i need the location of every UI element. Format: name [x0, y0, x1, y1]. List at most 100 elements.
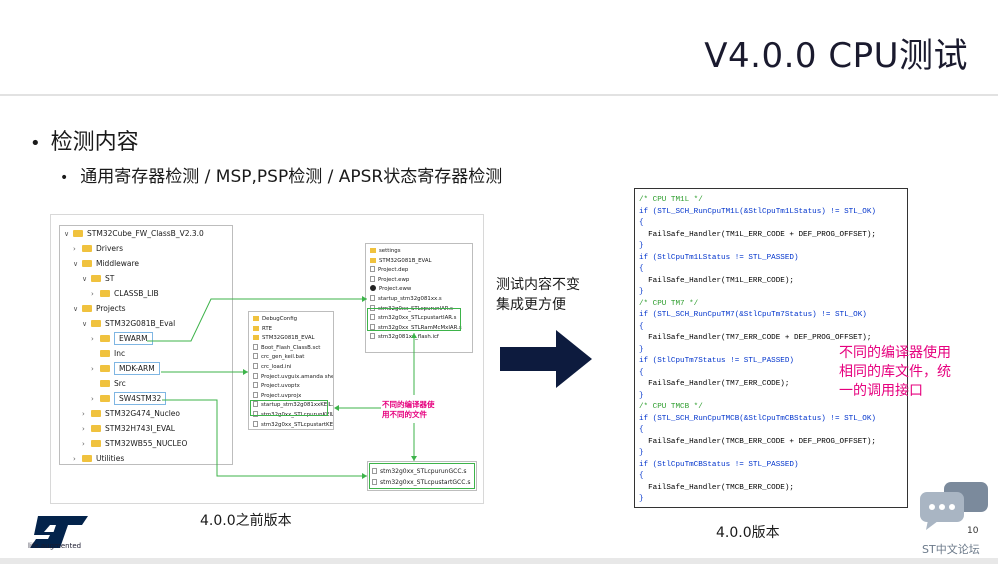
unified-interface-note-line3: 一的调用接口	[839, 383, 923, 399]
file-row[interactable]: Project.uvoptx	[249, 382, 333, 392]
folder-icon	[100, 395, 110, 402]
file-name: Project.uvprojx	[261, 392, 302, 399]
new-version-code: /* CPU TM1L */if (STL_SCH_RunCpuTM1L(&St…	[634, 188, 908, 508]
file-row[interactable]: crc_load.ini	[249, 362, 333, 373]
file-row[interactable]: RTE	[249, 325, 333, 335]
tree-row[interactable]: ›Utilities	[60, 451, 232, 464]
ewarm-connector	[147, 298, 367, 342]
note-left-arrowhead	[334, 405, 339, 411]
file-row[interactable]: stm32g0xx_STLcpurunGCC.s	[368, 466, 476, 477]
code-line: if (STL_SCH_RunCpuTM7(&StlCpuTm7Status) …	[639, 311, 867, 319]
file-row[interactable]: STM32G081B_EVAL	[249, 334, 333, 344]
gcc-connector	[162, 399, 367, 477]
tree-row[interactable]: ∨ Projects	[60, 301, 232, 316]
tree-row[interactable]: ›EWARM	[60, 331, 232, 346]
chevron-icon[interactable]: ›	[91, 335, 94, 343]
tree-row-label: STM32G474_Nucleo	[105, 409, 181, 418]
file-name: Boot_Flash_ClassB.sct	[261, 344, 321, 351]
tree-row[interactable]: ›CLASSB_LIB	[60, 286, 232, 301]
tree-row[interactable]: ∨STM32Cube_FW_ClassB_V2.3.0	[60, 226, 232, 241]
tree-row[interactable]: ∨ST	[60, 271, 232, 286]
code-line: if (STL_SCH_RunCpuTM1L(&StlCpuTm1LStatus…	[639, 207, 876, 216]
file-row[interactable]: DebugConfig	[249, 315, 333, 325]
chevron-icon[interactable]: ∨	[73, 305, 79, 313]
file-name: stm32g0xx_STLcpurunKEIL.s	[261, 411, 334, 418]
tree-row[interactable]: Inc	[60, 346, 232, 361]
bullet-level2: •通用寄存器检测 / MSP,PSP检测 / APSR状态寄存器检测	[60, 167, 503, 187]
file-row[interactable]: stm32g0xx_STLcpustartGCC.s	[368, 477, 476, 488]
chevron-icon[interactable]: ›	[91, 395, 94, 403]
folder-icon	[370, 257, 376, 263]
unified-interface-note: 不同的编译器使用 相同的库文件，统 一的调用接口	[839, 344, 951, 401]
tree-row[interactable]: Src	[60, 376, 232, 391]
tree-row[interactable]: ›Drivers	[60, 241, 232, 256]
chevron-icon[interactable]: ∨	[64, 230, 70, 238]
st-logo	[30, 516, 88, 548]
tree-row[interactable]: › STM32WB55_NUCLEO	[60, 436, 232, 451]
file-icon	[370, 266, 375, 273]
chevron-icon[interactable]: ›	[73, 245, 76, 253]
file-row[interactable]: stm32g0xx_STLcpurunKEIL.s	[249, 410, 334, 421]
file-row[interactable]: Project.eww	[366, 285, 472, 295]
chevron-icon[interactable]: ›	[91, 365, 94, 373]
bullet-level1: •检测内容	[30, 130, 139, 155]
chevron-icon[interactable]: ›	[82, 440, 85, 448]
folder-icon	[100, 335, 110, 342]
file-row[interactable]: stm32g0xx_STLRamMcMxIAR.s	[366, 323, 472, 334]
file-row[interactable]: crc_gen_keil.bat	[249, 353, 333, 363]
tree-row-label: STM32H743I_EVAL	[105, 424, 175, 433]
right-arrow-icon	[500, 330, 592, 388]
file-row[interactable]: Project.uvprojx	[249, 391, 333, 402]
file-icon	[370, 285, 376, 292]
page-number: 10	[967, 526, 979, 536]
code-line: }	[639, 242, 644, 250]
file-row[interactable]: settings	[366, 247, 472, 257]
code-line: /* CPU TMCB */	[639, 403, 703, 411]
code-line: }	[639, 288, 644, 296]
tree-row-label: STM32WB55_NUCLEO	[105, 439, 188, 448]
code-line: {	[639, 322, 644, 331]
file-row[interactable]: stm32g0xx_STLcpustartIAR.s	[366, 314, 472, 324]
folder-icon	[91, 410, 101, 417]
compiler-files-note-line2: 用不同的文件	[382, 410, 427, 419]
chevron-icon[interactable]: ›	[73, 455, 76, 463]
chevron-icon[interactable]: ∨	[73, 260, 79, 268]
file-name: stm32g081xx_flash.icf	[378, 334, 439, 341]
code-line: FailSafe_Handler(TMCB_ERR_CODE + DEF_PRO…	[639, 437, 876, 446]
folder-icon	[100, 290, 110, 297]
file-row[interactable]: stm32g081xx_flash.icf	[366, 333, 472, 343]
folder-icon	[73, 230, 83, 237]
file-name: Project.uvoptx	[261, 383, 300, 390]
file-row[interactable]: startup_stm32g081xxKEIL.s	[249, 401, 333, 411]
file-row[interactable]: Project.ewp	[366, 275, 472, 286]
file-row[interactable]: stm32g0xx_STLcpustartKEIL.s	[249, 420, 333, 429]
chevron-icon[interactable]: ›	[82, 425, 85, 433]
note-up-arrowhead	[411, 333, 417, 338]
tree-row-label: Projects	[96, 304, 126, 313]
code-line: FailSafe_Handler(TM7_ERR_CODE);	[639, 380, 790, 388]
tree-row[interactable]: ∨Middleware	[60, 256, 232, 271]
file-name: Project.ewp	[378, 276, 410, 283]
tree-row[interactable]: › STM32H743I_EVAL	[60, 421, 232, 436]
tree-row[interactable]: ›SW4STM32	[60, 391, 232, 406]
tree-row[interactable]: ∨STM32G081B_Eval	[60, 316, 232, 331]
tree-row[interactable]: › STM32G474_Nucleo	[60, 406, 232, 421]
file-name: settings	[379, 248, 401, 254]
file-row[interactable]: Boot_Flash_ClassB.sct	[249, 343, 333, 354]
chevron-icon[interactable]: ›	[91, 290, 94, 298]
code-line: FailSafe_Handler(TMCB_ERR_CODE);	[639, 483, 794, 492]
chevron-icon[interactable]: ›	[82, 410, 85, 418]
folder-icon	[253, 316, 259, 321]
gcc-connector-arrowhead	[362, 473, 367, 479]
chevron-icon[interactable]: ∨	[82, 320, 88, 328]
tree-row[interactable]: ›MDK-ARM	[60, 361, 232, 376]
file-row[interactable]: STM32G081B_EVAL	[366, 257, 472, 267]
code-line: if (STL_SCH_RunCpuTMCB(&StlCpuTmCBStatus…	[639, 414, 876, 423]
file-row[interactable]: startup_stm32g081xx.s	[366, 294, 472, 305]
code-line: FailSafe_Handler(TM7_ERR_CODE + DEF_PROG…	[639, 334, 872, 342]
file-row[interactable]: Project.uvguix.amanda shen	[249, 372, 333, 383]
file-icon	[253, 343, 258, 350]
arrow-note-line2: 集成更方便	[496, 297, 566, 313]
chevron-icon[interactable]: ∨	[82, 275, 88, 283]
file-row[interactable]: Project.dep	[366, 266, 472, 276]
